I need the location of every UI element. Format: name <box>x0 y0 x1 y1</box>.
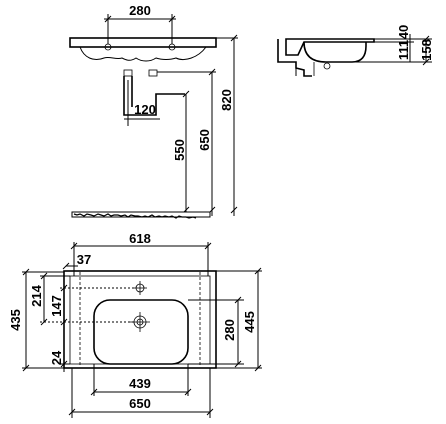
plan-view: 618 37 435 214 147 24 280 <box>8 231 262 418</box>
side-bowl-profile <box>303 41 367 63</box>
dim-front-rim-24: 24 <box>49 350 64 365</box>
dim-hole-depth-147: 147 <box>49 295 64 317</box>
side-mounting-bracket <box>277 39 312 77</box>
dim-height-158: 158 <box>419 39 434 61</box>
dim-rim-40: 40 <box>396 25 411 39</box>
dim-depth-111: 111 <box>396 40 411 60</box>
floor-hatch <box>73 213 197 219</box>
dim-height-820: 820 <box>219 89 234 111</box>
waste-fitting <box>123 69 133 77</box>
front-elevation: 280 120 550 650 820 <box>69 3 238 219</box>
dim-bowl-width: 439 <box>129 376 151 391</box>
dim-overall-width: 650 <box>129 396 151 411</box>
dim-bowl-depth-280: 280 <box>222 319 237 341</box>
basin-top-slab <box>69 37 217 48</box>
dim-hole-offset-37: 37 <box>77 252 91 267</box>
waste-pipe <box>123 76 185 116</box>
dim-height-650: 650 <box>197 129 212 151</box>
dim-tap-spacing: 280 <box>129 3 151 18</box>
dim-overall-depth-435: 435 <box>8 309 23 331</box>
plan-bowl-outline <box>93 299 189 365</box>
dim-outer-depth-445: 445 <box>242 311 257 333</box>
basin-bowl-outline <box>79 46 207 62</box>
side-elevation: 40 111 158 <box>277 25 434 77</box>
dim-hole-depth-214: 214 <box>29 284 44 306</box>
dim-waste-offset: 120 <box>134 102 156 117</box>
dim-inner-width: 618 <box>129 231 151 246</box>
dim-height-550: 550 <box>172 139 187 161</box>
side-top-rim <box>285 38 375 56</box>
waste-fitting-right <box>148 69 158 77</box>
side-waste-icon <box>323 62 331 70</box>
